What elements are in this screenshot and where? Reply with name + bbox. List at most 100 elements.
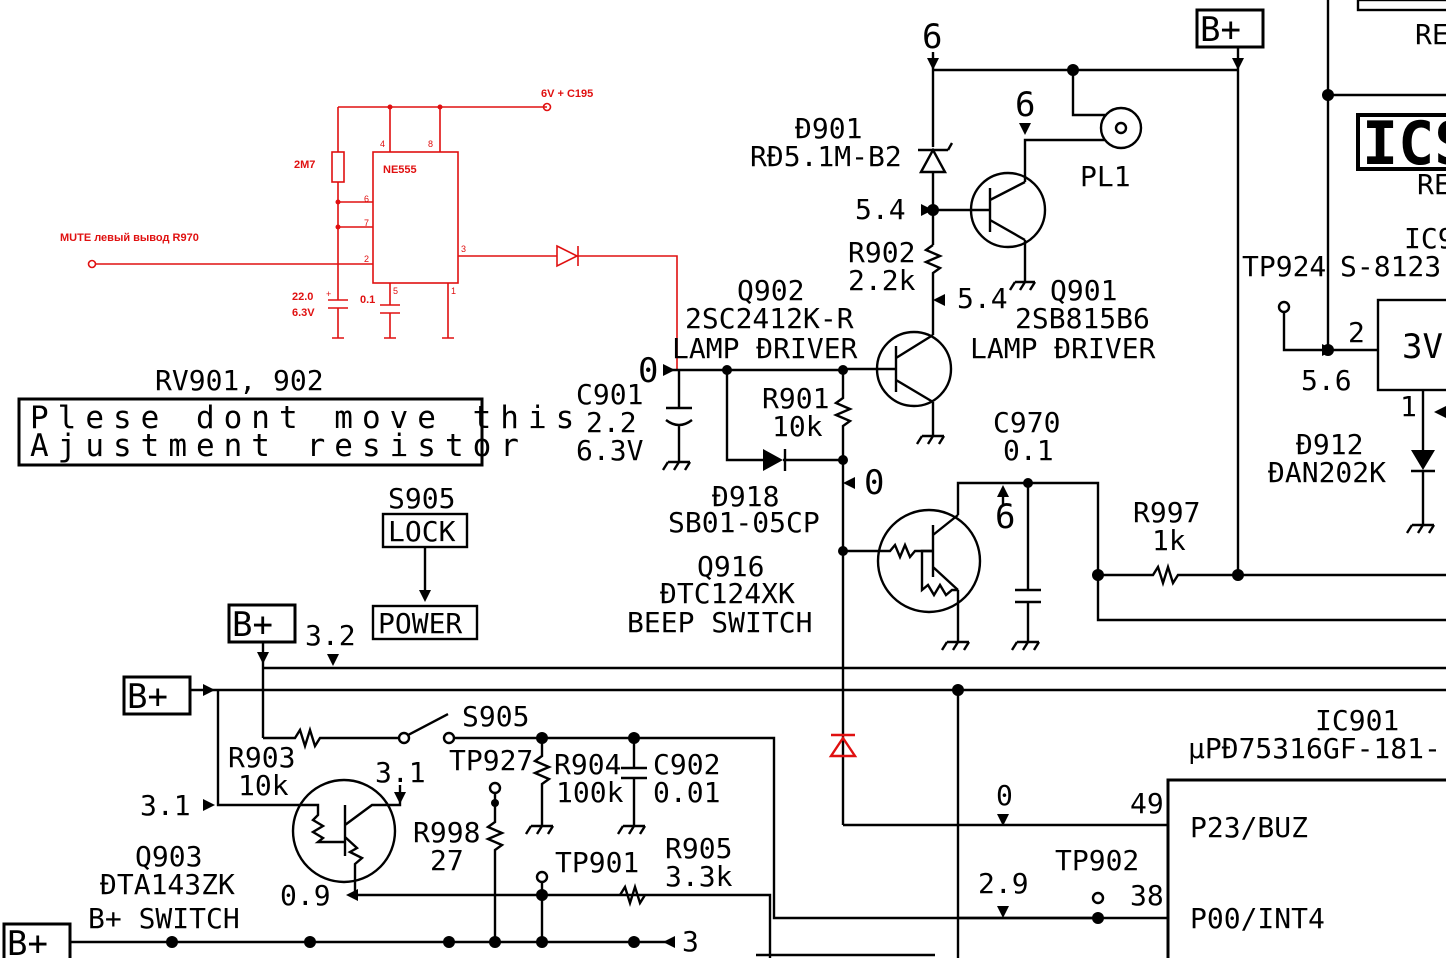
supply-wire: [338, 106, 547, 152]
svg-text:R902: R902: [848, 236, 915, 269]
svg-text:ĐTC124XK: ĐTC124XK: [660, 577, 795, 610]
svg-text:5: 5: [393, 286, 398, 296]
svg-text:ĐAN202K: ĐAN202K: [1268, 456, 1386, 489]
resistor-r904: [531, 738, 553, 826]
svg-text:5.4: 5.4: [957, 282, 1008, 315]
svg-text:LAMP ĐRIVER: LAMP ĐRIVER: [672, 332, 858, 365]
s905-lock-box: S905 LOCK POWER: [371, 482, 479, 641]
ic901-body: [1166, 778, 1446, 958]
svg-text:RE: RE: [1415, 18, 1446, 51]
resistor-r998: [484, 793, 506, 942]
test-point-tp902: [1091, 891, 1105, 905]
svg-text:2.2k: 2.2k: [848, 264, 916, 297]
power-switch-section: S905 R903 10k TP927 R904 100k C902 0.01 …: [88, 690, 1098, 958]
svg-text:R905: R905: [665, 832, 732, 865]
mute-label: MUTE левый вывод R970: [60, 232, 199, 244]
svg-text:ĐTA143ZK: ĐTA143ZK: [100, 868, 235, 901]
test-point-tp924: [1277, 300, 1291, 314]
svg-text:49: 49: [1130, 787, 1164, 820]
svg-text:SB01-05CP: SB01-05CP: [668, 506, 820, 539]
svg-text:S-8123: S-8123: [1340, 250, 1441, 283]
svg-text:8: 8: [428, 139, 433, 149]
svg-text:R903: R903: [228, 741, 295, 774]
transistor-q903: [291, 778, 397, 884]
resistor-r905: [618, 882, 647, 908]
svg-text:2SB815B6: 2SB815B6: [1015, 302, 1150, 335]
svg-text:6: 6: [1015, 85, 1035, 125]
note-title: RV901, 902: [155, 364, 324, 397]
supply-label: 6V + C195: [541, 88, 593, 100]
adjustment-note: RV901, 902 Plese dont move this Ajustmen…: [17, 364, 583, 467]
svg-text:LOCK: LOCK: [388, 515, 456, 548]
svg-text:10k: 10k: [238, 769, 289, 802]
svg-text:0.1: 0.1: [1003, 434, 1054, 467]
svg-text:Q903: Q903: [135, 840, 202, 873]
cap-22-val: 22.0: [292, 291, 313, 303]
capacitor-0-1: [380, 283, 400, 339]
svg-text:R998: R998: [413, 816, 480, 849]
svg-text:2: 2: [364, 254, 369, 264]
svg-text:TP924: TP924: [1242, 250, 1326, 283]
ne555-chip: [372, 151, 459, 284]
svg-text:S905: S905: [462, 700, 529, 733]
svg-text:3.3k: 3.3k: [665, 860, 733, 893]
svg-text:P00/INT4: P00/INT4: [1190, 902, 1325, 935]
svg-text:6.3V: 6.3V: [576, 434, 644, 467]
diode-d912: [1411, 450, 1435, 470]
svg-text:0: 0: [864, 463, 884, 503]
svg-text:2: 2: [1348, 316, 1365, 349]
capacitor-22u: [328, 299, 348, 339]
cap-01-label: 0.1: [360, 294, 375, 306]
cap-22-plus: +: [326, 289, 331, 299]
svg-text:5.4: 5.4: [855, 193, 906, 226]
svg-text:RE: RE: [1417, 168, 1446, 201]
supply-rails: B+ B+ 3.2 B+ 3: [2, 603, 1446, 958]
timing-wires: [337, 107, 373, 300]
note-line-1: Plese dont move this: [30, 400, 583, 436]
svg-text:R904: R904: [554, 748, 621, 781]
svg-text:2.9: 2.9: [978, 867, 1029, 900]
svg-text:IC901: IC901: [1315, 704, 1399, 737]
svg-text:2SC2412K-R: 2SC2412K-R: [685, 302, 854, 335]
svg-text:POWER: POWER: [378, 607, 462, 640]
svg-text:Q916: Q916: [697, 550, 764, 583]
transistor-q916: [876, 508, 982, 614]
svg-text:6: 6: [364, 194, 369, 204]
resistor-2m7: [331, 151, 345, 183]
zener-d901: [918, 142, 954, 174]
lamp-driver-section: 6 B+ Đ901 RĐ5.1M-B2 5.4 R902 2.2k 5.4 6 …: [576, 8, 1446, 825]
svg-text:3: 3: [682, 925, 699, 958]
regulator-section: RE ICS RE IC9 TP924 S-8123 5.6 3V 2 1 Đ9…: [1242, 0, 1446, 534]
svg-text:TP902: TP902: [1055, 844, 1139, 877]
svg-text:Q901: Q901: [1050, 274, 1117, 307]
svg-text:0: 0: [638, 351, 658, 391]
pin1-ground: [442, 283, 454, 339]
ic901-section: IC901 µPĐ75316GF-181- 0 49 P23/BUZ 2.9 T…: [756, 704, 1446, 958]
svg-text:7: 7: [364, 218, 369, 228]
resistor-r903: [263, 725, 400, 751]
svg-text:0.01: 0.01: [653, 776, 720, 809]
svg-text:IC9: IC9: [1404, 222, 1446, 255]
svg-text:R997: R997: [1133, 496, 1200, 529]
svg-text:3.2: 3.2: [305, 619, 356, 652]
cap-22-volt: 6.3V: [292, 307, 315, 319]
svg-text:1: 1: [1400, 390, 1417, 423]
svg-text:B+: B+: [7, 924, 48, 958]
svg-text:S905: S905: [388, 482, 455, 515]
svg-text:3.1: 3.1: [140, 789, 191, 822]
output-diode: [556, 244, 579, 268]
svg-text:2.2: 2.2: [586, 406, 637, 439]
svg-text:1: 1: [451, 286, 456, 296]
svg-text:3V: 3V: [1402, 327, 1443, 367]
supply-terminal: [542, 102, 552, 112]
resistor-r902: [922, 244, 944, 335]
svg-text:B+ SWITCH: B+ SWITCH: [88, 902, 240, 935]
svg-text:RĐ5.1M-B2: RĐ5.1M-B2: [750, 140, 902, 173]
svg-text:C902: C902: [653, 748, 720, 781]
mute-terminal: [87, 259, 97, 269]
svg-text:µPĐ75316GF-181-: µPĐ75316GF-181-: [1188, 732, 1441, 765]
svg-text:Đ901: Đ901: [795, 112, 862, 145]
svg-text:BEEP SWITCH: BEEP SWITCH: [627, 606, 812, 639]
svg-text:B+: B+: [1200, 10, 1241, 50]
